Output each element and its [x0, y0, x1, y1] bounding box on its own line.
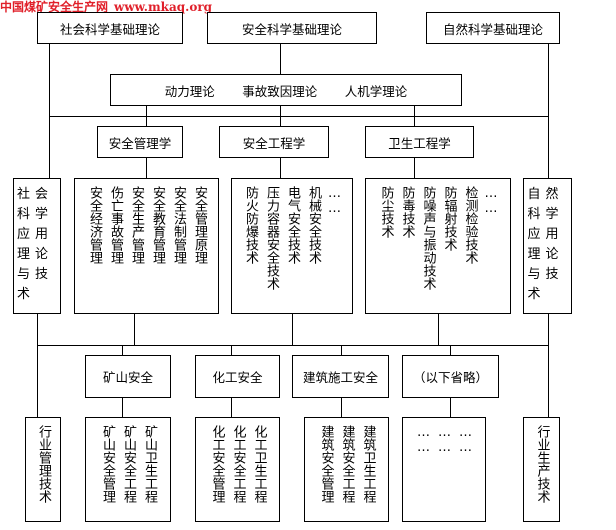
industry-production-box: 行业生产技术 [523, 417, 560, 522]
management-topics-box: 安全经济管理伤亡事故管理安全生产管理安全教育管理安全法制管理安全管理原理 [74, 178, 219, 314]
industry-construction: 建筑施工安全 [292, 355, 389, 398]
topic-label: 防毒技术 [399, 186, 415, 238]
connector [292, 313, 293, 345]
topic-label: 化工卫生工程 [251, 425, 267, 503]
topic-label: 化工安全工程 [230, 425, 246, 503]
topic-label: 防尘技术 [378, 186, 394, 238]
topic-label: 安全法制管理 [171, 186, 186, 264]
social-applied-label: 社会科学应用理论与技术 [17, 187, 54, 302]
hygiene-topics-box: 防尘技术防毒技术防噪声与振动技术防辐射技术检测检验技术 …… [365, 178, 511, 314]
topic-label: 安全管理原理 [192, 186, 207, 264]
natural-science-foundation: 自然科学基础理论 [426, 12, 560, 44]
watermark-name: 中国煤矿安全生产网 [0, 0, 109, 14]
connector [548, 43, 549, 178]
connector [49, 116, 549, 117]
topic-label: 矿山安全管理 [100, 425, 115, 503]
social-science-foundation: 社会科学基础理论 [37, 12, 183, 44]
safety-engineering-discipline: 安全工程学 [219, 126, 329, 158]
theory-dynamics: 动力理论 [164, 83, 215, 99]
natural-applied-label: 自然科学应用理论与技术 [527, 187, 564, 302]
watermark-url: www.mkaq.org [114, 0, 213, 14]
connector [134, 313, 135, 345]
theory-accident-causation: 事故致因理论 [242, 83, 318, 99]
safety-science-foundation: 安全科学基础理论 [207, 12, 377, 44]
topic-label: …… [483, 186, 499, 216]
topic-label: …… [458, 425, 473, 455]
topic-label: 建筑安全工程 [339, 425, 355, 503]
hygiene-engineering-discipline: 卫生工程学 [365, 126, 474, 158]
topic-label: …… [437, 425, 452, 455]
industry-management-box: 行业管理技术 [25, 417, 61, 522]
industry-chemical: 化工安全 [195, 355, 280, 398]
connector [37, 345, 549, 346]
natural-applied-box: 自然科学应用理论与技术 [523, 178, 572, 314]
industry-omitted: （以下省略） [402, 355, 499, 398]
industry-mining: 矿山安全 [85, 355, 171, 398]
topic-label: 压力容器安全技术 [264, 186, 279, 290]
topic-label: 安全经济管理 [87, 186, 102, 264]
theories-box: 动力理论 事故致因理论 人机学理论 [110, 74, 462, 106]
theory-ergonomics: 人机学理论 [344, 83, 408, 99]
chem-topics-box: 化工安全管理化工安全工程化工卫生工程 [195, 417, 280, 522]
industry-production-label: 行业生产技术 [534, 425, 550, 503]
connector [438, 313, 439, 345]
topic-label: 化工安全管理 [209, 425, 225, 503]
topic-label: 检测检验技术 [462, 186, 478, 264]
watermark: 中国煤矿安全生产网 www.mkaq.org [0, 0, 212, 15]
topic-label: …… [416, 425, 431, 455]
topic-label: 电气安全技术 [285, 186, 300, 264]
topic-label: 建筑卫生工程 [360, 425, 376, 503]
build-topics-box: 建筑安全管理建筑安全工程建筑卫生工程 [304, 417, 389, 522]
industry-management-label: 行业管理技术 [36, 425, 51, 503]
safety-management-discipline: 安全管理学 [97, 126, 183, 158]
topic-label: 机械安全技术 [306, 186, 321, 264]
topic-label: 防火防爆技术 [243, 186, 258, 264]
topic-label: …… [327, 186, 342, 216]
topic-label: 防噪声与振动技术 [420, 186, 436, 290]
connector [280, 43, 281, 74]
engineering-topics-box: 防火防爆技术压力容器安全技术电气安全技术机械安全技术 …… [231, 178, 353, 314]
omitted-topics-box: ……………… [402, 417, 486, 522]
topic-label: 建筑安全管理 [318, 425, 334, 503]
topic-label: 防辐射技术 [441, 186, 457, 251]
topic-label: 安全教育管理 [150, 186, 165, 264]
connector [37, 313, 38, 417]
mine-topics-box: 矿山安全管理矿山安全工程矿山卫生工程 [85, 417, 171, 522]
social-applied-box: 社会科学应用理论与技术 [13, 178, 61, 314]
topic-label: 伤亡事故管理 [108, 186, 123, 264]
topic-label: 矿山卫生工程 [142, 425, 157, 503]
topic-label: 安全生产管理 [129, 186, 144, 264]
connector [49, 43, 50, 178]
connector [548, 313, 549, 417]
topic-label: 矿山安全工程 [121, 425, 136, 503]
